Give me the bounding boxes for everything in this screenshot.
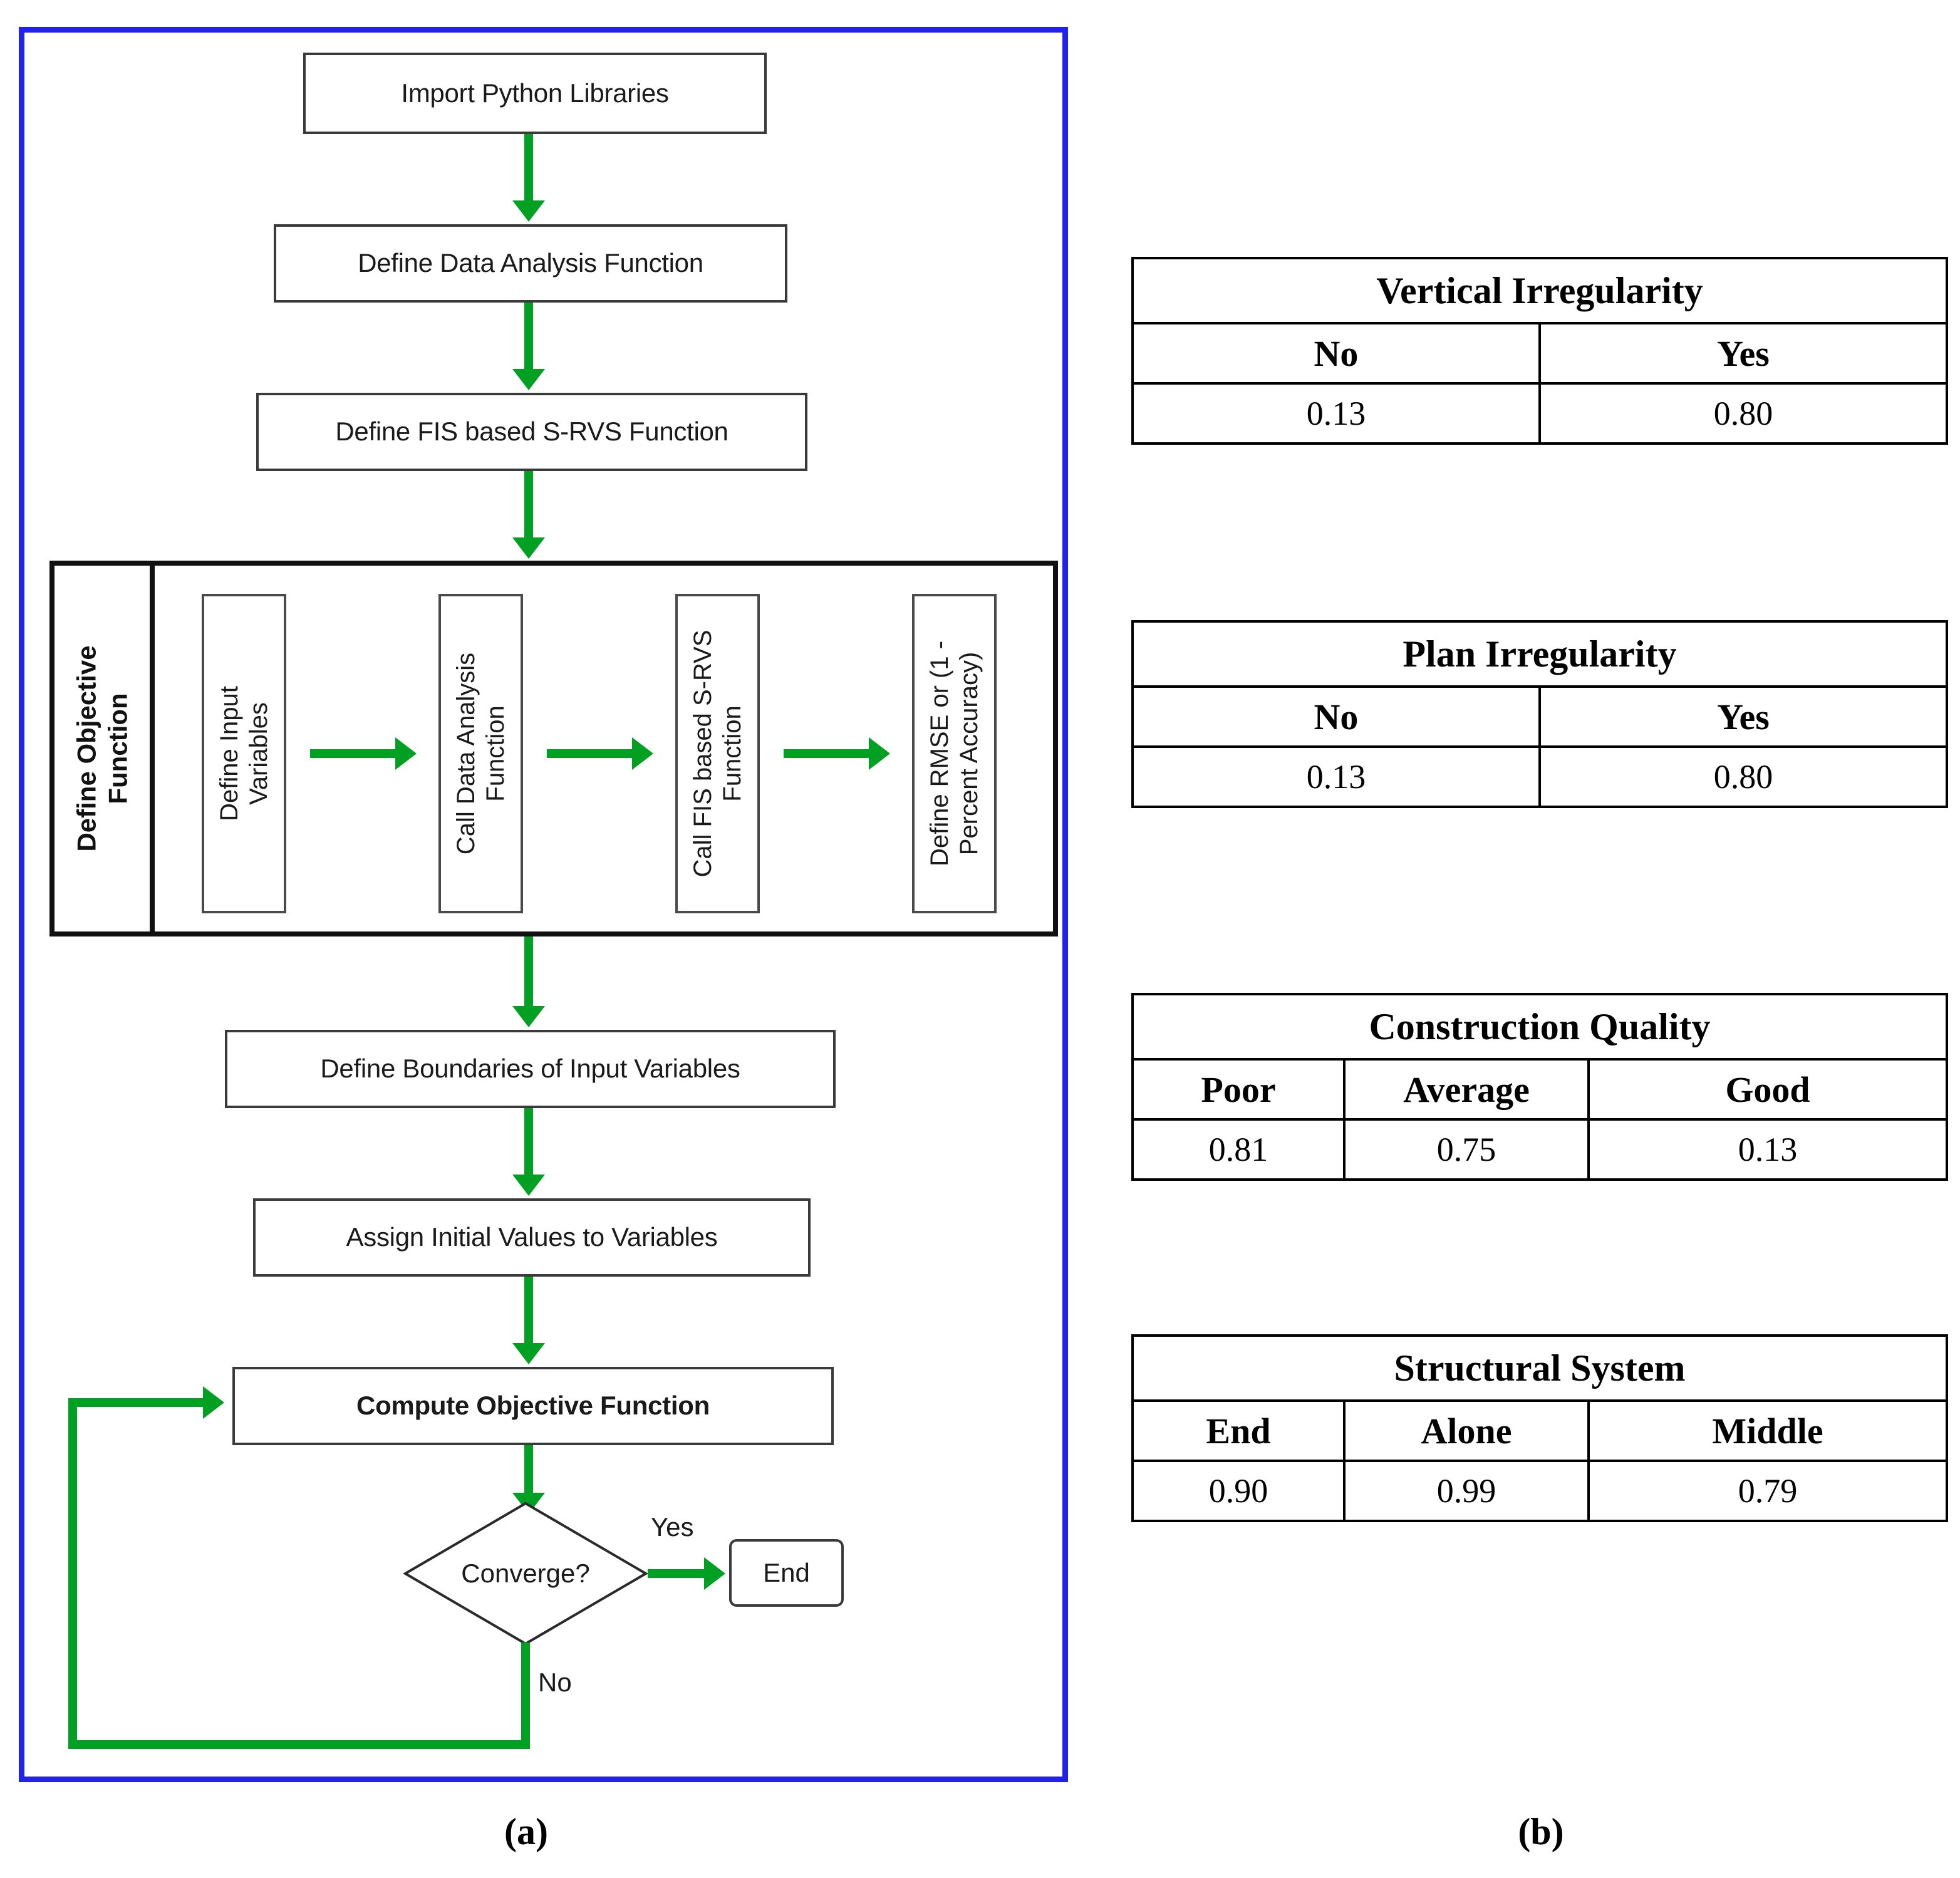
panel-b-caption: (b) [1518, 1811, 1564, 1852]
flow-step-compute-objective[interactable]: Compute Objective Function [232, 1367, 834, 1445]
sub-step-line1: Define RMSE or (1 - [925, 640, 953, 867]
flow-step-define-boundaries[interactable]: Define Boundaries of Input Variables [225, 1030, 836, 1108]
arrow-assign-to-compute [524, 1277, 533, 1346]
sub-step-call-fis[interactable]: Call FIS based S-RVS Function [675, 594, 760, 913]
table-header-row: End Alone Middle [1131, 1399, 1948, 1462]
yes-branch-arrowhead [704, 1557, 725, 1590]
table-value-row: 0.13 0.80 [1131, 382, 1949, 445]
arrow-fis-call-to-rmse [784, 749, 870, 758]
flowchart-panel: Import Python Libraries Define Data Anal… [19, 27, 1068, 1782]
sub-step-line2: Function [481, 705, 509, 802]
sub-step-line2: Variables [244, 702, 272, 805]
sub-step-call-data-analysis[interactable]: Call Data Analysis Function [438, 594, 523, 913]
arrow-compute-to-decision [524, 1445, 533, 1495]
table-value-cell: 0.81 [1131, 1118, 1346, 1181]
table-title: Vertical Irregularity [1131, 257, 1948, 324]
table-value-cell: 0.80 [1538, 745, 1949, 808]
arrow-import-to-data-analysis [524, 134, 533, 203]
define-objective-function-group: Define Objective Function Define Input V… [49, 561, 1058, 936]
no-branch-vertical [521, 1642, 530, 1749]
feedback-arrowhead [203, 1386, 224, 1419]
table-header-cell: End [1131, 1399, 1346, 1462]
table-value-row: 0.90 0.99 0.79 [1131, 1460, 1948, 1522]
feedback-bottom-horizontal [68, 1740, 530, 1749]
arrow-fis-to-objective [524, 471, 533, 540]
table-title-row: Structural System [1131, 1334, 1948, 1402]
flow-terminator-end[interactable]: End [729, 1539, 844, 1607]
table-value-row: 0.13 0.80 [1131, 745, 1949, 808]
panel-a-caption: (a) [504, 1811, 548, 1852]
table-value-row: 0.81 0.75 0.13 [1131, 1118, 1948, 1181]
table-value-cell: 0.79 [1587, 1460, 1948, 1522]
table-title-row: Construction Quality [1131, 993, 1948, 1061]
table-value-cell: 0.90 [1131, 1460, 1346, 1522]
no-label: No [538, 1668, 572, 1697]
table-header-cell: Good [1587, 1058, 1948, 1121]
flow-step-define-fis[interactable]: Define FIS based S-RVS Function [256, 393, 807, 471]
table-header-cell: Average [1343, 1058, 1590, 1121]
sub-step-line2: Function [718, 705, 746, 802]
flow-step-define-data-analysis[interactable]: Define Data Analysis Function [274, 224, 787, 303]
sub-step-line1: Call Data Analysis [452, 652, 480, 855]
table-header-cell: Middle [1587, 1399, 1948, 1462]
objective-label-line1: Define Objective [71, 645, 101, 852]
sub-step-line1: Call FIS based S-RVS [688, 630, 717, 878]
table-title: Structural System [1131, 1334, 1948, 1402]
table-title-row: Plan Irregularity [1131, 620, 1948, 688]
arrow-input-to-data-analysis [310, 749, 397, 758]
table-value-cell: 0.13 [1131, 382, 1541, 445]
table-value-cell: 0.13 [1131, 745, 1541, 808]
sub-step-line1: Define Input [215, 686, 243, 821]
table-header-row: No Yes [1131, 685, 1949, 748]
feedback-left-vertical [68, 1398, 77, 1749]
table-title: Plan Irregularity [1131, 620, 1948, 688]
table-header-cell: No [1131, 685, 1541, 748]
yes-label: Yes [651, 1512, 694, 1542]
arrow-data-analysis-to-fis-call [547, 749, 633, 758]
table-vertical-irregularity: Vertical Irregularity No Yes 0.13 0.80 [1131, 257, 1949, 445]
yes-branch-line [648, 1569, 704, 1578]
table-header-row: No Yes [1131, 322, 1949, 385]
table-header-cell: Yes [1538, 685, 1949, 748]
table-value-cell: 0.99 [1343, 1460, 1590, 1522]
table-value-cell: 0.75 [1343, 1118, 1590, 1181]
flow-step-assign-initial[interactable]: Assign Initial Values to Variables [253, 1198, 811, 1277]
flow-step-import[interactable]: Import Python Libraries [303, 53, 767, 134]
table-value-cell: 0.13 [1587, 1118, 1948, 1181]
table-plan-irregularity: Plan Irregularity No Yes 0.13 0.80 [1131, 620, 1949, 808]
objective-label-line2: Function [103, 693, 132, 804]
arrow-objective-to-boundaries [524, 936, 533, 1009]
decision-label: Converge? [461, 1559, 590, 1588]
table-value-cell: 0.80 [1538, 382, 1949, 445]
sub-step-line2: Percent Accuracy) [955, 651, 983, 856]
table-construction-quality: Construction Quality Poor Average Good 0… [1131, 993, 1948, 1181]
table-structural-system: Structural System End Alone Middle 0.90 … [1131, 1334, 1948, 1522]
sub-step-define-input-variables[interactable]: Define Input Variables [202, 594, 286, 913]
table-header-cell: Yes [1538, 322, 1949, 385]
table-header-row: Poor Average Good [1131, 1058, 1948, 1121]
arrow-data-analysis-to-fis [524, 303, 533, 371]
objective-function-label: Define Objective Function [54, 566, 155, 931]
table-title: Construction Quality [1131, 993, 1948, 1061]
table-title-row: Vertical Irregularity [1131, 257, 1948, 324]
table-header-cell: Alone [1343, 1399, 1590, 1462]
table-header-cell: No [1131, 322, 1541, 385]
decision-converge[interactable]: Converge? [403, 1502, 648, 1646]
arrow-boundaries-to-assign [524, 1108, 533, 1177]
feedback-top-horizontal [68, 1398, 203, 1407]
table-header-cell: Poor [1131, 1058, 1346, 1121]
sub-step-define-rmse[interactable]: Define RMSE or (1 - Percent Accuracy) [912, 594, 997, 913]
